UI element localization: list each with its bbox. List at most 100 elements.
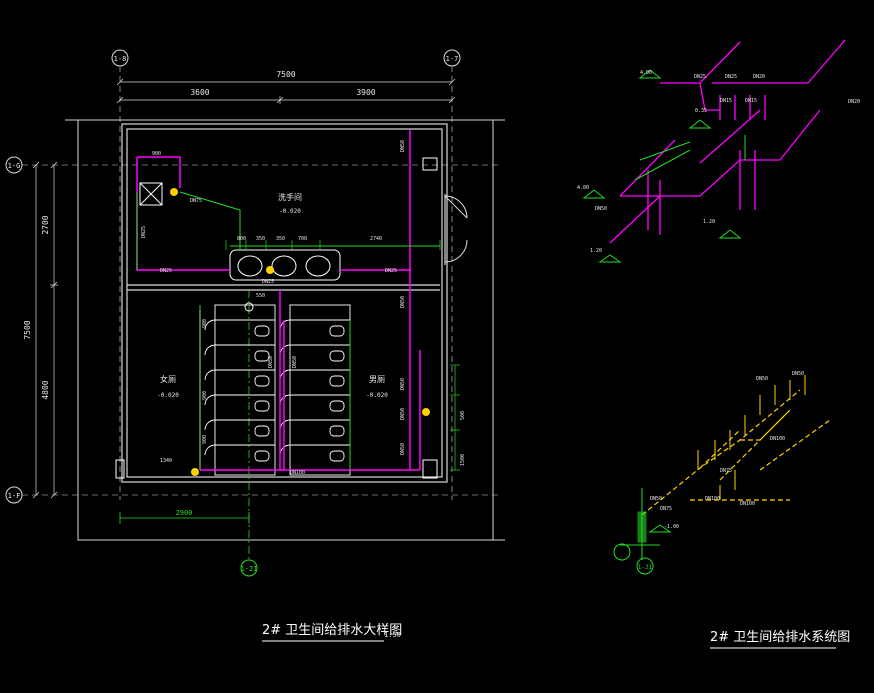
stall-part bbox=[254, 425, 270, 437]
svg-text:DN25: DN25 bbox=[385, 268, 397, 274]
stall-part bbox=[329, 450, 345, 462]
dim-left-upper: 2700 bbox=[41, 215, 50, 234]
door-swing bbox=[444, 195, 468, 263]
svg-text:DN15: DN15 bbox=[745, 98, 757, 104]
svg-text:1.20: 1.20 bbox=[703, 219, 715, 225]
room-name-male: 男厕 bbox=[369, 375, 385, 384]
walls bbox=[121, 123, 448, 483]
svg-text:DN75: DN75 bbox=[720, 468, 732, 474]
svg-text:1-21: 1-21 bbox=[241, 565, 258, 573]
stall-part bbox=[329, 375, 345, 387]
stall-part bbox=[329, 325, 345, 337]
dim-top-right: 3900 bbox=[356, 88, 375, 97]
stall-part bbox=[254, 375, 270, 387]
svg-text:DN50: DN50 bbox=[400, 378, 406, 390]
svg-text:DN50: DN50 bbox=[400, 443, 406, 455]
svg-text:1-G: 1-G bbox=[8, 162, 21, 170]
stall-part bbox=[254, 325, 270, 337]
room-name-washroom: 洗手间 bbox=[278, 192, 302, 202]
floor-drain-icon bbox=[422, 408, 430, 416]
svg-text:900: 900 bbox=[202, 319, 208, 328]
svg-text:DN75: DN75 bbox=[660, 506, 672, 512]
stall-part bbox=[204, 394, 216, 406]
stall-part bbox=[279, 394, 291, 406]
svg-text:DN25: DN25 bbox=[141, 226, 147, 238]
dim-top-total: 7500 bbox=[276, 70, 295, 79]
dim-bottom bbox=[119, 512, 250, 524]
mop-sink bbox=[139, 182, 163, 206]
svg-text:1.20: 1.20 bbox=[590, 248, 602, 254]
cleanout-icon bbox=[244, 302, 254, 312]
svg-text:550: 550 bbox=[256, 293, 265, 299]
svg-text:DN75: DN75 bbox=[190, 198, 202, 204]
room-level-washroom: -0.020 bbox=[279, 208, 301, 215]
svg-text:DN50: DN50 bbox=[268, 356, 274, 368]
stall-part bbox=[204, 419, 216, 431]
svg-text:DN25: DN25 bbox=[725, 74, 737, 80]
svg-text:900: 900 bbox=[202, 435, 208, 444]
stall-part bbox=[289, 304, 351, 476]
floor-drain-icon bbox=[191, 468, 199, 476]
svg-text:4.00: 4.00 bbox=[640, 70, 652, 76]
svg-text:-1.00: -1.00 bbox=[664, 524, 679, 530]
toilet-stalls bbox=[204, 304, 351, 476]
stall-part bbox=[204, 319, 216, 331]
svg-text:1-F: 1-F bbox=[8, 492, 21, 500]
svg-text:800: 800 bbox=[237, 236, 246, 242]
svg-text:DN25: DN25 bbox=[262, 279, 274, 285]
svg-text:4.00: 4.00 bbox=[577, 185, 589, 191]
stall-part bbox=[204, 344, 216, 356]
dim-left-total: 7500 bbox=[23, 320, 32, 339]
system-diagram-supply: 4.00 0.35 4.00 1.20 1.20 DN25 DN25 DN20 … bbox=[577, 39, 860, 263]
svg-text:DN50: DN50 bbox=[400, 296, 406, 308]
dim-bottom-label: 2900 bbox=[176, 509, 193, 517]
stall-part bbox=[204, 444, 216, 456]
axis-lines bbox=[22, 66, 500, 500]
svg-text:DN100: DN100 bbox=[770, 436, 785, 442]
svg-text:2740: 2740 bbox=[370, 236, 382, 242]
stall-part bbox=[329, 350, 345, 362]
system-diagram-drain: 1-21 -1.00 DN50 DN75 DN100 DN100 DN50 DN… bbox=[613, 371, 850, 649]
axis-bubble-left-bottom: 1-F bbox=[5, 486, 23, 504]
stall-part bbox=[254, 450, 270, 462]
columns bbox=[115, 157, 438, 479]
svg-text:1-21: 1-21 bbox=[638, 564, 653, 571]
stall-part bbox=[279, 419, 291, 431]
stall-part bbox=[214, 304, 276, 476]
pipe-dims bbox=[225, 240, 460, 471]
water-supply-lines bbox=[136, 191, 440, 470]
outer-frame bbox=[65, 119, 505, 541]
svg-text:DN50: DN50 bbox=[595, 206, 607, 212]
stall-part bbox=[279, 369, 291, 381]
room-level-male: -0.020 bbox=[366, 392, 388, 399]
washbasins bbox=[229, 249, 341, 281]
room-level-female: -0.020 bbox=[157, 392, 179, 399]
svg-text:DN100: DN100 bbox=[290, 470, 305, 476]
room-name-female: 女厕 bbox=[160, 374, 176, 384]
svg-text:DN20: DN20 bbox=[848, 99, 860, 105]
svg-text:DN20: DN20 bbox=[753, 74, 765, 80]
svg-text:1-7: 1-7 bbox=[446, 55, 459, 63]
stall-part bbox=[279, 444, 291, 456]
svg-text:1500: 1500 bbox=[460, 454, 466, 466]
dim-top bbox=[116, 78, 456, 104]
axis-bubble-top-right: 1-7 bbox=[443, 49, 461, 67]
stall-part bbox=[329, 400, 345, 412]
svg-text:DN15: DN15 bbox=[720, 98, 732, 104]
plan-small-dims: 900 350 700 350 2740 800 550 1340 900 90… bbox=[152, 151, 466, 466]
stall-part bbox=[204, 369, 216, 381]
svg-text:DN50: DN50 bbox=[756, 376, 768, 382]
axis-bubble-top-left: 1-8 bbox=[111, 49, 129, 67]
svg-text:500: 500 bbox=[460, 411, 466, 420]
stall-part bbox=[254, 350, 270, 362]
stall-part bbox=[279, 344, 291, 356]
supply-pipes bbox=[136, 130, 421, 471]
svg-text:0.35: 0.35 bbox=[695, 108, 707, 114]
svg-text:DN50: DN50 bbox=[792, 371, 804, 377]
svg-text:700: 700 bbox=[298, 236, 307, 242]
axis-bubble-left-top: 1-G bbox=[5, 156, 23, 174]
svg-text:DN50: DN50 bbox=[400, 408, 406, 420]
plan-scale: 1:50 bbox=[384, 631, 401, 639]
svg-text:350: 350 bbox=[256, 236, 265, 242]
